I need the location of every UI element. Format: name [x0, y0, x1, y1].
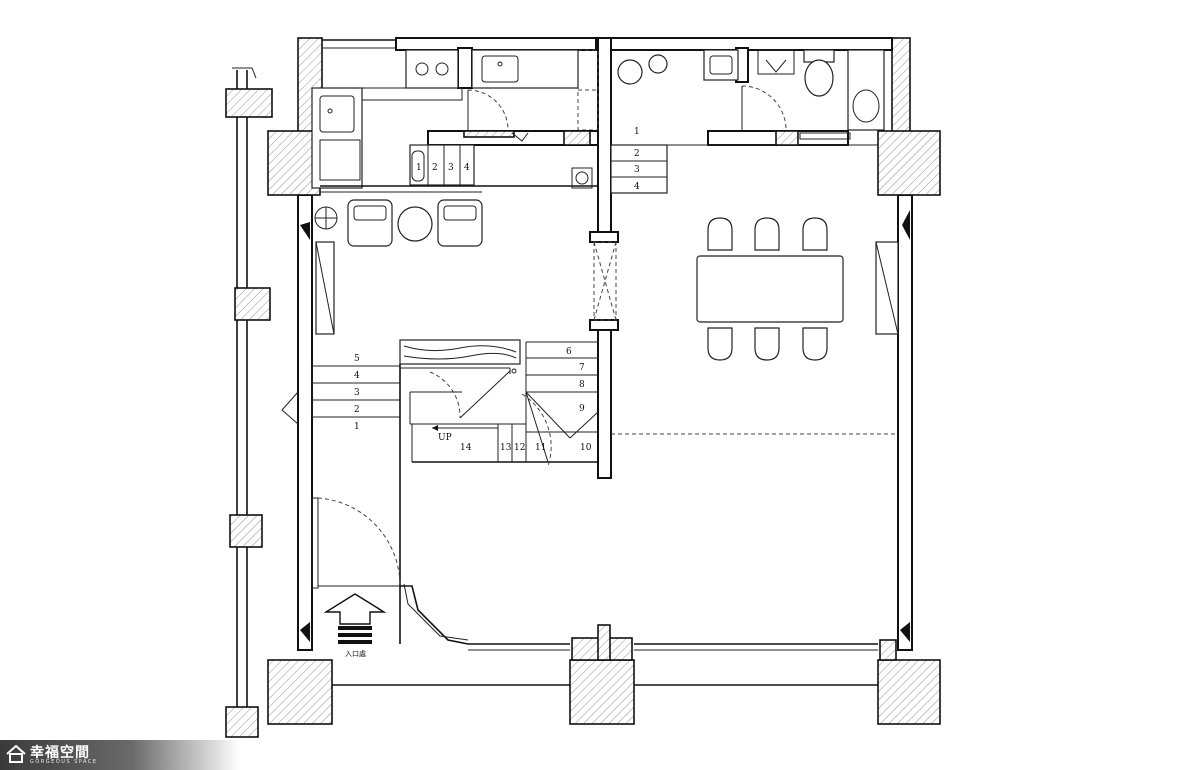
kitchen-step-number: 2: [432, 163, 438, 173]
upper-step-number: 3: [634, 165, 640, 175]
entrance-arrow-icon: [323, 593, 387, 644]
kitchen-step-stair: 1 2 3 4: [409, 144, 475, 186]
up-label: UP: [438, 433, 452, 443]
left-stair: 5 4 3 2 1: [281, 354, 400, 432]
kitchen: 1 2 3 4: [311, 47, 599, 193]
main-step-number: 9: [579, 404, 585, 414]
main-step-number: 10: [580, 443, 592, 453]
brand-watermark: 幸福空間 GORGEOUS SPACE: [0, 740, 240, 770]
main-step-number: 8: [579, 380, 585, 390]
kitchen-step-number: 3: [448, 163, 454, 173]
house-logo-icon: [6, 745, 26, 763]
upper-stair: 1 2 3 4: [610, 127, 668, 194]
brand-subtitle: GORGEOUS SPACE: [30, 759, 98, 765]
main-step-number: 13: [500, 443, 512, 453]
main-step-number: 7: [579, 363, 585, 373]
upper-step-number: 4: [634, 182, 640, 192]
outer-walls: [267, 37, 941, 725]
main-step-number: 6: [566, 347, 572, 357]
upper-step-number: 2: [634, 149, 640, 159]
left-step-number: 2: [354, 405, 360, 415]
upper-step-number: 1: [634, 127, 640, 137]
main-step-number: 12: [514, 443, 525, 453]
main-step-number: 11: [535, 443, 546, 453]
main-staircase: 6 7 8 9 10 11 12 13 14 UP: [399, 339, 599, 644]
central-wall: [577, 37, 619, 479]
main-step-number: 14: [460, 443, 472, 453]
entrance: 入口處: [311, 497, 469, 658]
bar-counter: [314, 199, 483, 335]
exterior-column-strip: [225, 67, 273, 738]
brand-name: 幸福空間: [30, 745, 90, 761]
kitchen-step-number: 4: [464, 163, 470, 173]
left-step-number: 3: [354, 388, 360, 398]
dining-table: [696, 217, 899, 361]
left-step-number: 4: [354, 371, 360, 381]
left-step-number: 5: [354, 354, 360, 364]
bathroom: [611, 47, 885, 146]
left-step-number: 1: [354, 422, 360, 432]
entrance-label: 入口處: [345, 649, 366, 658]
kitchen-step-number: 1: [416, 163, 422, 173]
